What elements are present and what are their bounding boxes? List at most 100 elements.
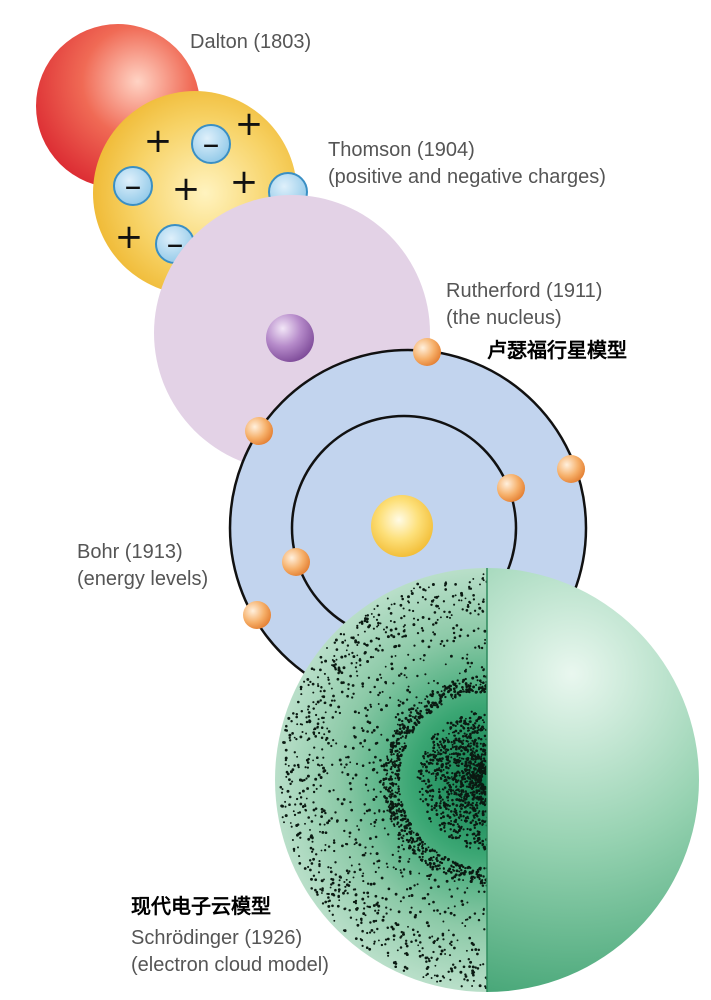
cloud-dot	[475, 763, 479, 767]
cloud-dot	[284, 805, 287, 808]
cloud-dot	[448, 610, 451, 614]
thomson-positive-charges: + + + + +	[115, 104, 264, 257]
cloud-dot	[471, 676, 475, 680]
cloud-dot	[316, 763, 320, 766]
cloud-dot	[478, 810, 481, 813]
cloud-dot	[410, 592, 414, 595]
cloud-dot	[329, 870, 333, 874]
cloud-dot	[415, 840, 418, 843]
cloud-dot	[384, 943, 387, 946]
cloud-dot	[471, 793, 474, 797]
cloud-dot	[396, 756, 400, 760]
cloud-dot	[317, 773, 321, 777]
cloud-dot	[305, 720, 309, 724]
cloud-dot	[312, 857, 316, 861]
cloud-dot	[405, 944, 409, 948]
cloud-dot	[374, 909, 377, 912]
schrodinger-cn-label: 现代电子云模型	[131, 894, 271, 918]
cloud-dot	[433, 974, 436, 977]
cloud-dot	[483, 881, 486, 885]
cloud-dot	[465, 688, 469, 692]
cloud-dot	[477, 688, 481, 691]
cloud-dot	[464, 677, 467, 681]
cloud-dot	[385, 738, 389, 742]
cloud-dot	[291, 838, 294, 842]
cloud-dot	[426, 751, 429, 754]
cloud-dot	[406, 819, 410, 823]
cloud-dot	[433, 733, 437, 736]
cloud-dot	[470, 872, 473, 875]
cloud-dot	[408, 838, 412, 842]
cloud-dot	[437, 751, 440, 754]
cloud-dot	[322, 756, 325, 759]
cloud-dot	[326, 821, 330, 825]
cloud-dot	[419, 709, 423, 713]
cloud-dot	[390, 925, 394, 929]
cloud-dot	[403, 674, 406, 677]
cloud-dot	[458, 774, 461, 777]
cloud-dot	[429, 753, 432, 757]
cloud-dot	[286, 772, 290, 776]
cloud-dot	[312, 783, 315, 787]
cloud-dot	[334, 667, 337, 671]
cloud-dot	[290, 720, 293, 723]
cloud-dot	[470, 875, 474, 879]
cloud-dot	[324, 900, 328, 904]
cloud-dot	[327, 819, 331, 823]
cloud-dot	[319, 690, 322, 693]
cloud-dot	[419, 798, 422, 801]
cloud-dot	[442, 815, 445, 819]
cloud-dot	[292, 810, 295, 813]
cloud-dot	[351, 746, 355, 750]
cloud-dot	[479, 757, 483, 761]
cloud-dot	[411, 715, 414, 718]
cloud-dot	[369, 690, 372, 694]
cloud-dot	[394, 777, 397, 780]
cloud-dot	[469, 736, 472, 740]
cloud-dot	[465, 833, 469, 837]
cloud-dot	[475, 675, 478, 679]
cloud-dot	[475, 684, 478, 686]
cloud-dot	[464, 770, 467, 773]
cloud-dot	[452, 631, 456, 635]
cloud-dot	[432, 900, 435, 904]
cloud-dot	[330, 687, 333, 690]
cloud-dot	[304, 804, 307, 808]
cloud-dot	[380, 676, 383, 679]
cloud-dot	[466, 745, 469, 747]
cloud-dot	[448, 777, 451, 780]
cloud-dot	[401, 597, 404, 601]
cloud-dot	[364, 846, 367, 849]
cloud-dot	[365, 776, 368, 780]
cloud-dot	[447, 907, 450, 910]
cloud-dot	[371, 731, 374, 734]
cloud-dot	[298, 831, 302, 835]
cloud-dot	[469, 811, 472, 814]
cloud-dot	[416, 930, 419, 933]
cloud-dot	[409, 718, 412, 721]
cloud-dot	[397, 833, 401, 837]
cloud-dot	[397, 798, 401, 802]
cloud-dot	[470, 948, 474, 952]
cloud-dot	[460, 798, 463, 802]
cloud-dot	[436, 690, 440, 694]
cloud-dot	[402, 726, 405, 729]
cloud-dot	[468, 743, 470, 745]
cloud-dot	[356, 923, 360, 927]
cloud-dot	[391, 927, 395, 931]
cloud-dot	[336, 904, 340, 908]
cloud-dot	[446, 615, 449, 619]
cloud-dot	[386, 635, 390, 639]
cloud-dot	[424, 847, 428, 850]
cloud-dot	[364, 852, 367, 854]
electron	[413, 338, 441, 366]
cloud-dot	[362, 872, 365, 875]
cloud-dot	[435, 801, 438, 805]
cloud-dot	[380, 943, 384, 947]
cloud-dot	[310, 862, 314, 865]
cloud-dot	[431, 867, 434, 871]
cloud-dot	[458, 746, 461, 749]
bohr-nucleus	[371, 495, 433, 557]
